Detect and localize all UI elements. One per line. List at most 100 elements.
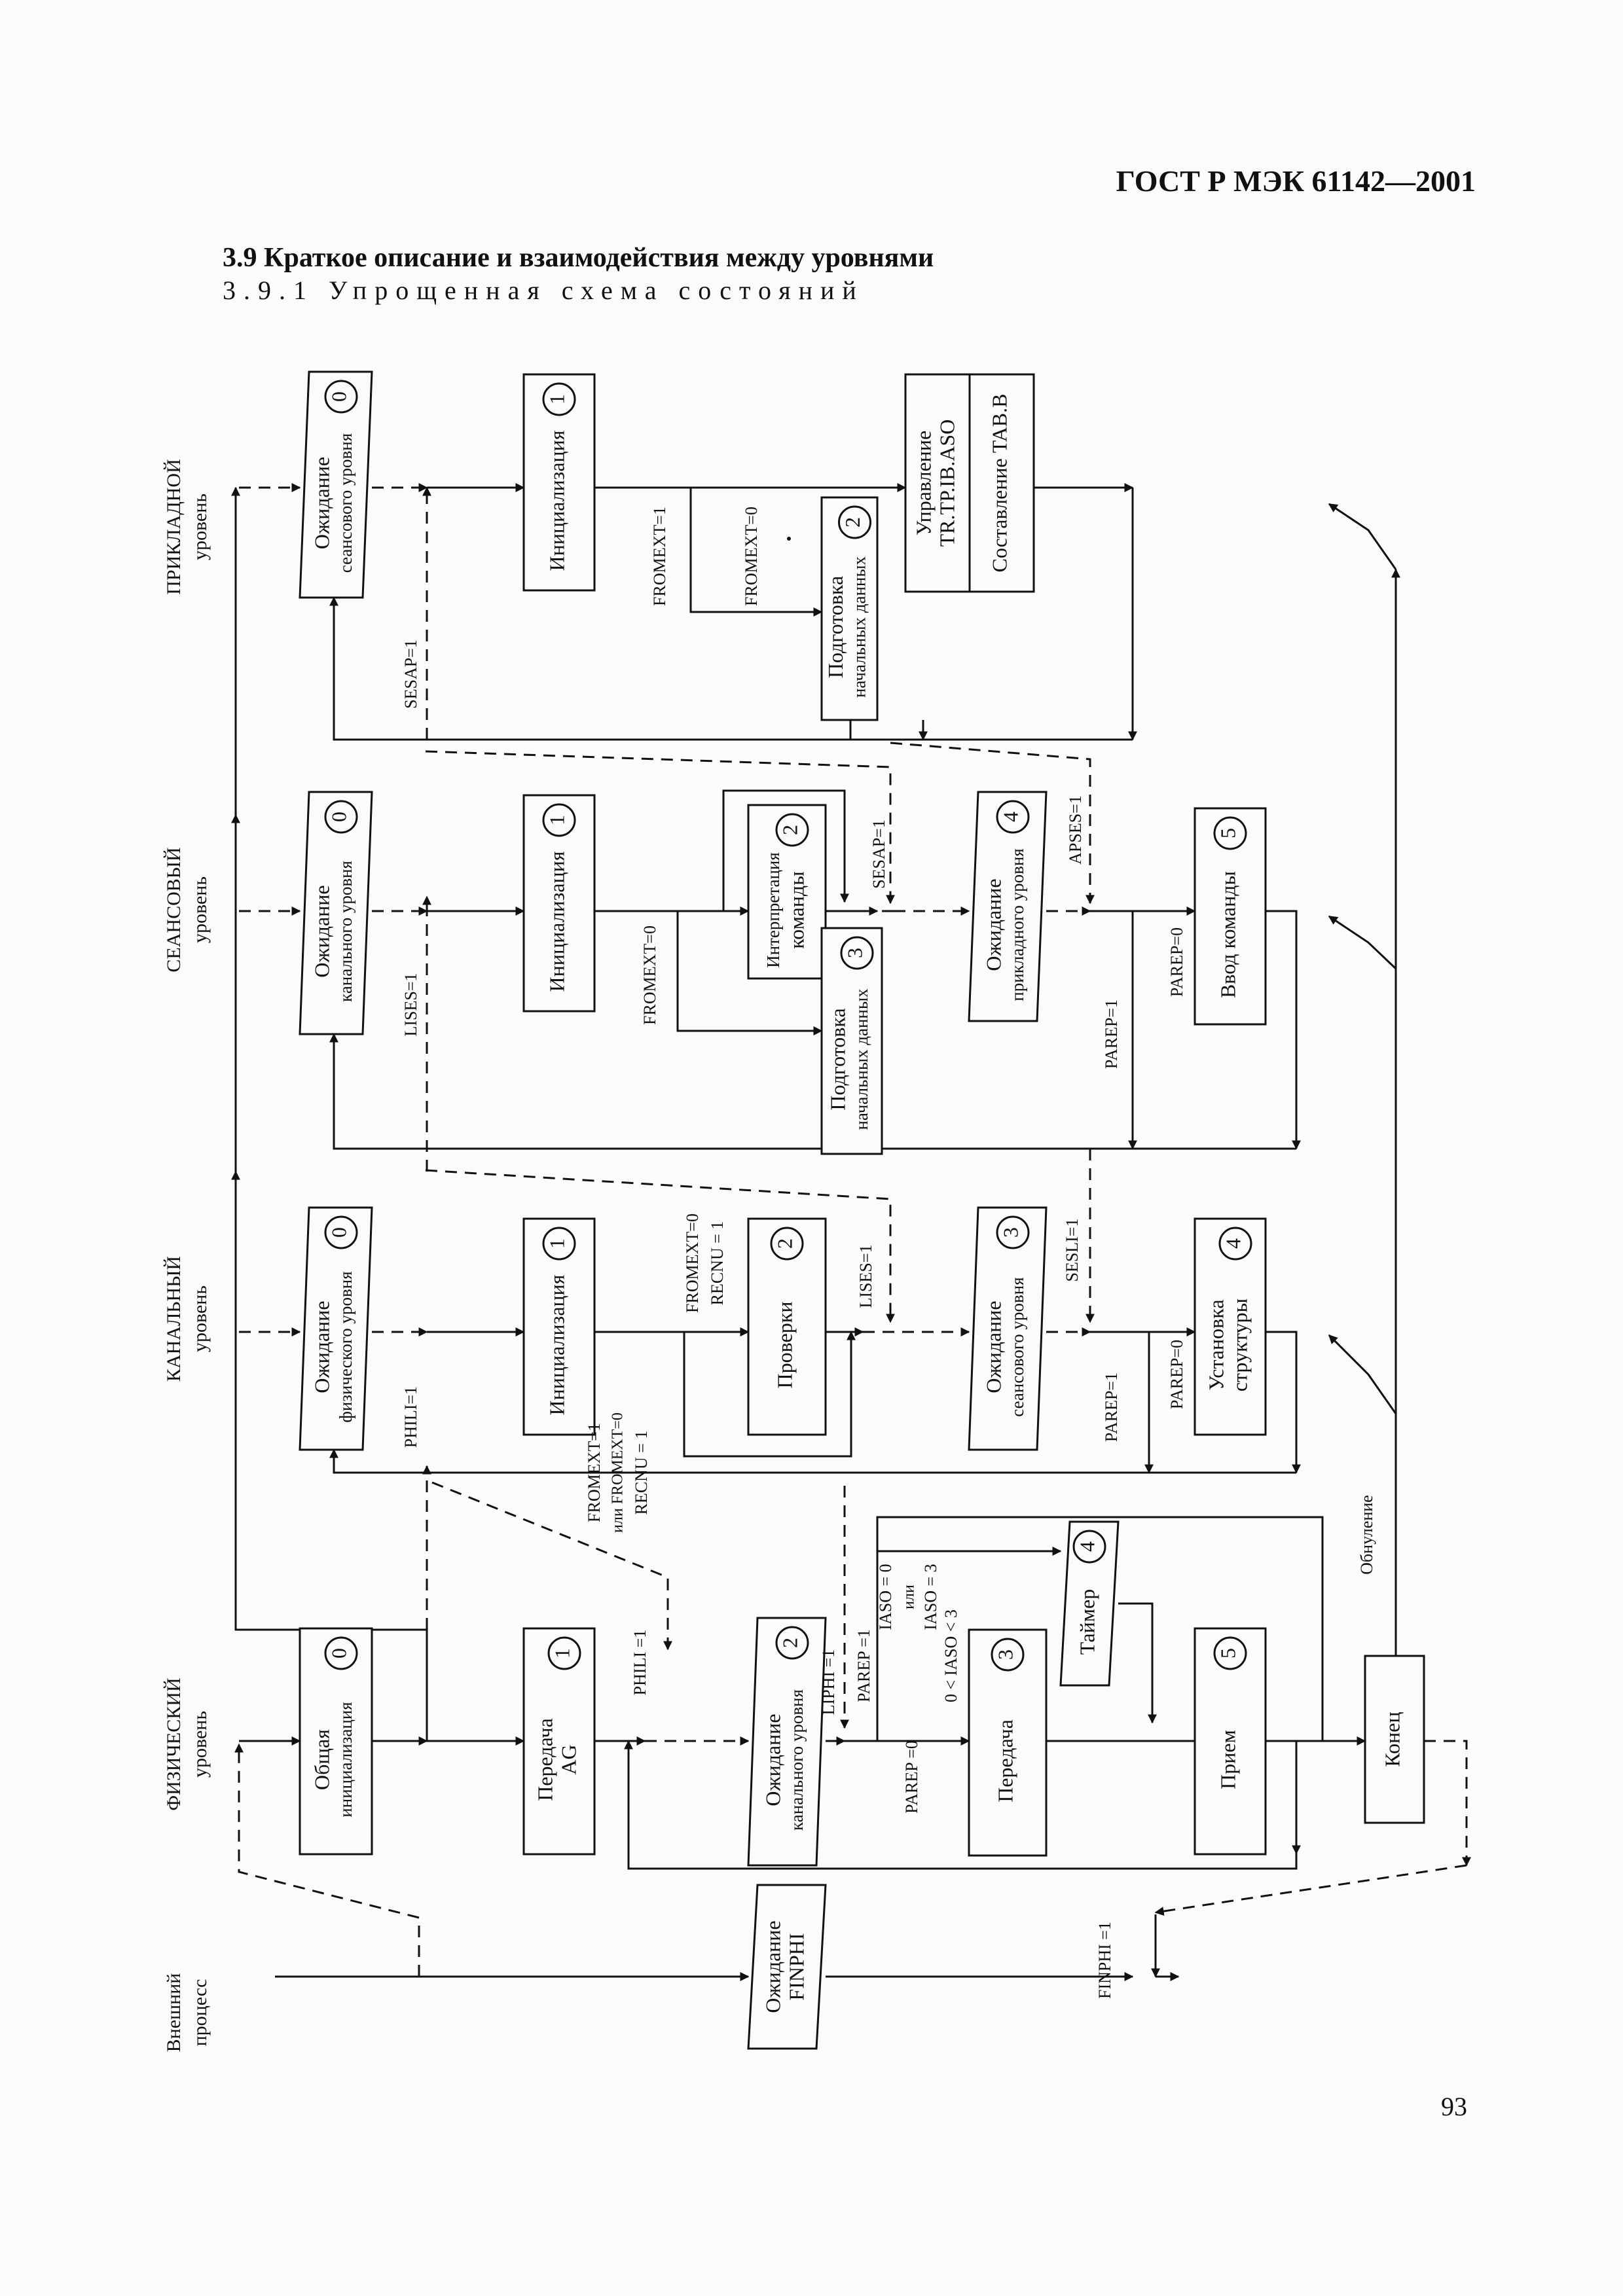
state-app3a xyxy=(904,373,971,593)
state-label: Таймер xyxy=(1075,1589,1099,1655)
level-label-link: уровень xyxy=(189,1285,211,1352)
state-number-circle xyxy=(840,936,874,970)
condition-label: LISES=1 xyxy=(401,973,420,1036)
flow-arrow xyxy=(329,1033,1133,1150)
flow-arrow xyxy=(849,720,923,741)
state-label: Подготовка xyxy=(826,1008,849,1110)
state-number-circle xyxy=(770,1227,804,1261)
state-label: Передача xyxy=(993,1719,1017,1803)
state-label: начальных данных xyxy=(852,988,871,1130)
flow-arrow xyxy=(845,1547,1062,1742)
state-number-circle xyxy=(1213,816,1247,850)
condition-label: LISES=1 xyxy=(856,1244,875,1308)
condition-label: SESAP=1 xyxy=(401,639,420,709)
condition-label: FROMEXT=0 xyxy=(683,1213,702,1313)
flow-arrow xyxy=(1154,1864,1467,1916)
state-number-circle xyxy=(324,1215,358,1249)
state-phy4 xyxy=(1059,1520,1120,1687)
flow-arrow xyxy=(329,1448,1149,1474)
state-label: Прием xyxy=(1216,1730,1239,1789)
state-number: 1 xyxy=(545,815,568,825)
condition-label: или xyxy=(901,1585,918,1609)
state-label: команды xyxy=(784,871,808,948)
state-number-circle xyxy=(775,813,809,847)
state-label: Интерпретация xyxy=(763,852,783,968)
level-label-external: Внешний xyxy=(163,1973,185,2053)
state-label: прикладного уровня xyxy=(1008,848,1027,1001)
condition-label: RECNU = 1 xyxy=(708,1221,727,1306)
state-label: инициализация xyxy=(336,1702,356,1817)
state-box xyxy=(968,1206,1048,1451)
state-label: FINPHI xyxy=(784,1933,808,2000)
state-phy2 xyxy=(747,1617,827,1867)
state-number: 4 xyxy=(1221,1238,1245,1249)
level-label-physical: уровень xyxy=(189,1711,211,1778)
state-app1 xyxy=(522,373,596,592)
level-label-session: уровень xyxy=(189,876,211,943)
state-number-circle xyxy=(775,1626,809,1660)
flow-arrow xyxy=(1266,1331,1301,1474)
state-label: Инициализация xyxy=(545,430,568,571)
state-label: Ожидание xyxy=(981,1300,1005,1393)
level-label-session: СЕАНСОВЫЙ xyxy=(163,847,185,972)
state-number-circle xyxy=(324,800,358,834)
state-number: 2 xyxy=(773,1238,796,1249)
page-number: 93 xyxy=(1441,2092,1467,2121)
state-box xyxy=(968,373,1035,593)
flow-arrow xyxy=(683,1331,856,1458)
state-number: 1 xyxy=(545,394,568,404)
flow-arrow xyxy=(1328,503,1397,570)
state-phy0 xyxy=(299,1627,373,1856)
level-label-external: процесс xyxy=(189,1979,211,2047)
condition-label: LIPHI =1 xyxy=(819,1649,838,1715)
state-label: физического уровня xyxy=(336,1271,356,1422)
state-number: 2 xyxy=(778,1638,801,1648)
condition-label: RECNU = 1 xyxy=(632,1431,651,1515)
state-label: AG xyxy=(556,1744,580,1774)
state-number: 4 xyxy=(1075,1541,1099,1552)
condition-label: IASO = 3 xyxy=(921,1564,940,1630)
flow-arrow xyxy=(431,1481,672,1651)
state-label: сеансового уровня xyxy=(336,433,356,573)
state-box xyxy=(747,1884,827,2050)
state-lnk1 xyxy=(522,1217,596,1436)
state-number: 3 xyxy=(998,1227,1022,1238)
level-label-physical: ФИЗИЧЕСКИЙ xyxy=(163,1677,185,1810)
condition-label: PAREP=0 xyxy=(1167,1340,1186,1409)
state-phyEnd xyxy=(1364,1655,1425,1824)
state-label: начальных данных xyxy=(850,556,869,698)
subsection-title: 3.9.1 Упрощенная схема состояний xyxy=(223,276,864,305)
state-box xyxy=(1059,1520,1120,1687)
state-number-circle xyxy=(542,382,576,416)
condition-label: FROMEXT=0 xyxy=(742,507,761,606)
condition-label: PAREP=0 xyxy=(1167,927,1186,997)
state-lnk4 xyxy=(1194,1217,1267,1436)
flow-arrow xyxy=(1328,1334,1397,1414)
state-number-circle xyxy=(1213,1636,1247,1670)
state-label: структуры xyxy=(1228,1299,1251,1391)
state-number: 5 xyxy=(1216,828,1239,838)
level-label-app: ПРИКЛАДНОЙ xyxy=(163,459,185,595)
state-number-circle xyxy=(1072,1530,1106,1564)
condition-label: PHILI=1 xyxy=(401,1386,420,1448)
state-number: 2 xyxy=(778,825,801,835)
state-number: 0 xyxy=(327,391,350,402)
section-title: 3.9 Краткое описание и взаимодействия ме… xyxy=(223,243,934,273)
state-phy5 xyxy=(1194,1627,1267,1856)
state-number: 0 xyxy=(327,812,350,822)
condition-label: PAREP=1 xyxy=(1102,999,1121,1069)
state-app2 xyxy=(820,496,879,721)
flow-arrow xyxy=(676,911,823,1035)
state-number-circle xyxy=(547,1636,581,1670)
state-lnk0 xyxy=(299,1206,373,1451)
state-label: Ожидание xyxy=(761,1920,784,2013)
condition-label: IASO = 0 xyxy=(876,1564,895,1630)
state-box xyxy=(747,1617,827,1867)
state-box xyxy=(299,370,373,599)
flow-arrow xyxy=(329,596,1133,741)
state-number-circle xyxy=(996,1215,1030,1249)
state-number-circle xyxy=(542,803,576,837)
condition-label: SESAP=1 xyxy=(869,819,888,889)
condition-label: PAREP=1 xyxy=(1102,1372,1121,1442)
